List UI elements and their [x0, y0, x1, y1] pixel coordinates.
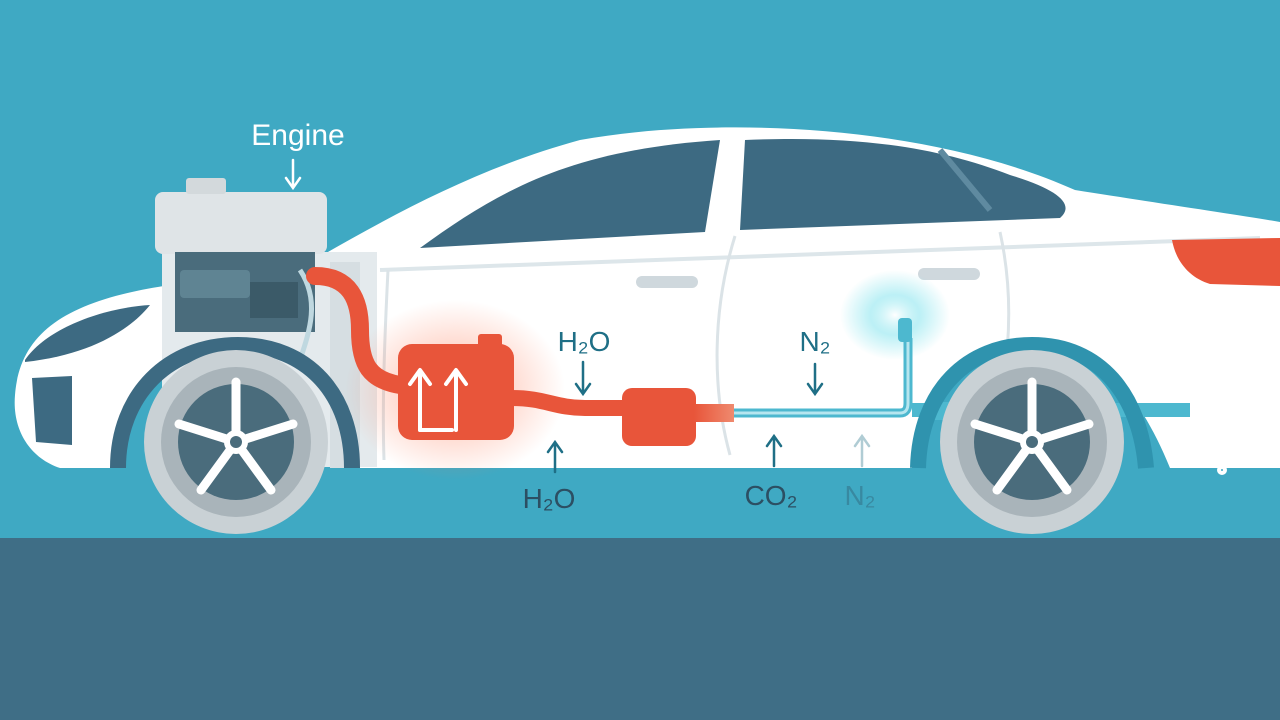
front-grille — [32, 376, 72, 445]
exhaust-system — [306, 267, 734, 480]
arrow-up-icon — [546, 439, 564, 474]
water-label-upper: H₂O — [558, 326, 611, 357]
nitrogen-label-lower: N₂ — [844, 480, 875, 511]
engine-block — [155, 192, 327, 254]
muffler — [622, 388, 696, 446]
water-label-lower: H₂O — [523, 483, 576, 514]
exhaust-pipe-front — [306, 267, 409, 394]
arrow-down-icon — [806, 362, 824, 397]
engine-label: Engine — [251, 119, 344, 152]
carbon-dioxide-label: CO₂ — [745, 480, 798, 511]
tail-light — [1172, 238, 1280, 286]
vapor-glow — [840, 270, 950, 360]
front-door-handle — [636, 276, 698, 288]
road — [0, 538, 1280, 720]
label-engine: Engine — [251, 119, 345, 191]
mid-pipe — [511, 390, 630, 416]
rear-wheel-arch — [910, 336, 1154, 469]
label-water-upper: H₂O — [558, 326, 611, 397]
arrow-up-icon — [765, 433, 783, 468]
arrow-down-icon — [284, 158, 302, 191]
headlight — [25, 305, 150, 362]
label-carbon-dioxide: CO₂ — [745, 433, 798, 511]
arrow-up-icon — [853, 433, 871, 468]
label-nitrogen-upper: N₂ — [799, 326, 831, 397]
nitrogen-label-upper: N₂ — [799, 326, 830, 357]
front-wheel — [144, 350, 328, 534]
front-window — [420, 140, 720, 248]
rear-door-handle — [918, 268, 980, 280]
car-windows — [420, 137, 1066, 248]
arrow-down-icon — [574, 360, 592, 397]
arrow-up-icon — [408, 368, 468, 432]
label-water-lower: H₂O — [523, 439, 576, 514]
smoke-cloud-icon — [1190, 382, 1273, 475]
label-nitrogen-lower: N₂ — [844, 433, 876, 511]
rear-wheel — [940, 350, 1124, 534]
front-wheel-arch — [110, 336, 360, 469]
